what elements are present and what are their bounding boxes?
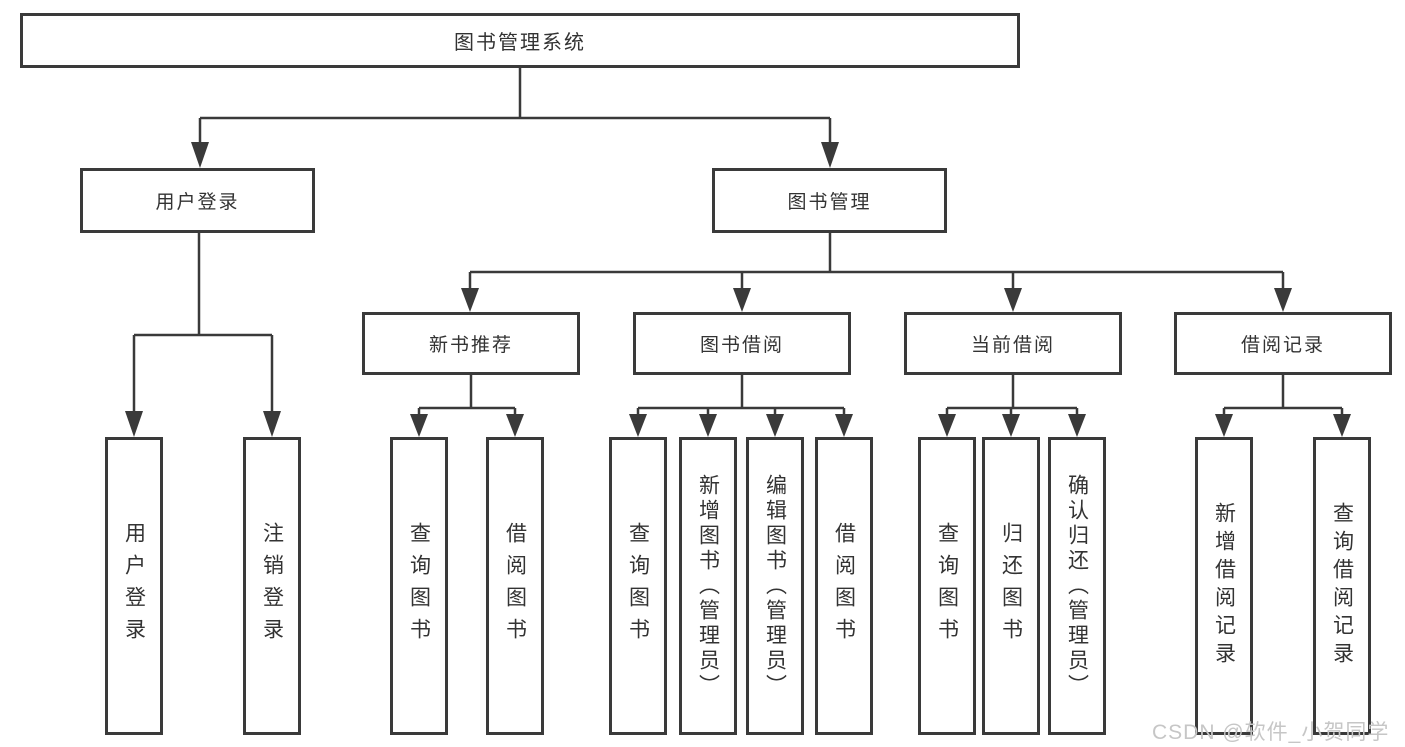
- arrowhead: [835, 414, 853, 437]
- leaf-user-login-label: 用户登录: [122, 522, 146, 650]
- leaf-nb-borrow-book: 借阅图书: [486, 437, 544, 735]
- arrowhead: [1274, 288, 1292, 312]
- arrowhead: [766, 414, 784, 437]
- node-borrow-records-label: 借阅记录: [1240, 335, 1325, 356]
- connector-book-borrow-children: [629, 375, 853, 437]
- arrowhead: [938, 414, 956, 437]
- leaf-user-login: 用户登录: [105, 437, 163, 735]
- leaf-cb-return-book: 归还图书: [982, 437, 1040, 735]
- leaf-cb-confirm-return-admin-label: 确认归还（管理员）: [1065, 473, 1089, 699]
- leaf-bb-query-book-label: 查询图书: [626, 522, 650, 650]
- node-library-management-system-label: 图书管理系统: [454, 32, 586, 54]
- leaf-br-query-record-label: 查询借阅记录: [1330, 502, 1354, 670]
- arrowhead: [1068, 414, 1086, 437]
- leaf-cb-return-book-label: 归还图书: [999, 522, 1023, 650]
- arrowhead: [125, 411, 143, 437]
- arrowhead: [1333, 414, 1351, 437]
- leaf-cb-query-book: 查询图书: [918, 437, 976, 735]
- leaf-bb-edit-book-admin-label: 编辑图书（管理员）: [763, 473, 787, 699]
- node-user-login-label: 用户登录: [155, 192, 240, 213]
- node-book-management-label: 图书管理: [787, 192, 872, 213]
- arrowhead: [1215, 414, 1233, 437]
- arrowhead: [191, 142, 209, 168]
- connector-book-management-children: [461, 233, 1292, 312]
- node-user-login: 用户登录: [80, 168, 315, 233]
- arrowhead: [821, 142, 839, 168]
- leaf-bb-borrow-book-label: 借阅图书: [832, 522, 856, 650]
- node-current-borrow: 当前借阅: [904, 312, 1122, 375]
- leaf-cb-query-book-label: 查询图书: [935, 522, 959, 650]
- leaf-bb-edit-book-admin: 编辑图书（管理员）: [746, 437, 804, 735]
- leaf-bb-add-book-admin-label: 新增图书（管理员）: [696, 473, 720, 699]
- leaf-bb-borrow-book: 借阅图书: [815, 437, 873, 735]
- arrowhead: [263, 411, 281, 437]
- arrowhead: [733, 288, 751, 312]
- leaf-br-add-record: 新增借阅记录: [1195, 437, 1253, 735]
- node-new-book-recommend-label: 新书推荐: [428, 335, 513, 356]
- arrowhead: [506, 414, 524, 437]
- connector-new-book-rec-children: [410, 375, 524, 437]
- leaf-cb-confirm-return-admin: 确认归还（管理员）: [1048, 437, 1106, 735]
- leaf-bb-add-book-admin: 新增图书（管理员）: [679, 437, 737, 735]
- arrowhead: [699, 414, 717, 437]
- arrowhead: [1002, 414, 1020, 437]
- arrowhead: [629, 414, 647, 437]
- node-book-management: 图书管理: [712, 168, 947, 233]
- node-library-management-system: 图书管理系统: [20, 13, 1020, 68]
- arrowhead: [461, 288, 479, 312]
- leaf-br-add-record-label: 新增借阅记录: [1212, 502, 1236, 670]
- leaf-nb-query-book-label: 查询图书: [407, 522, 431, 650]
- leaf-nb-borrow-book-label: 借阅图书: [503, 522, 527, 650]
- leaf-nb-query-book: 查询图书: [390, 437, 448, 735]
- node-book-borrow: 图书借阅: [633, 312, 851, 375]
- connector-root-to-level2: [191, 67, 839, 168]
- node-borrow-records: 借阅记录: [1174, 312, 1392, 375]
- csdn-watermark: CSDN @软件_小贺同学: [1152, 721, 1390, 744]
- node-current-borrow-label: 当前借阅: [970, 335, 1055, 356]
- leaf-bb-query-book: 查询图书: [609, 437, 667, 735]
- arrowhead: [410, 414, 428, 437]
- connector-borrow-records-children: [1215, 375, 1351, 437]
- node-book-borrow-label: 图书借阅: [699, 335, 784, 356]
- connector-current-borrow-children: [938, 375, 1086, 437]
- connector-user-login-children: [125, 233, 281, 437]
- leaf-logout: 注销登录: [243, 437, 301, 735]
- leaf-logout-label: 注销登录: [260, 522, 284, 650]
- leaf-br-query-record: 查询借阅记录: [1313, 437, 1371, 735]
- arrowhead: [1004, 288, 1022, 312]
- node-new-book-recommend: 新书推荐: [362, 312, 580, 375]
